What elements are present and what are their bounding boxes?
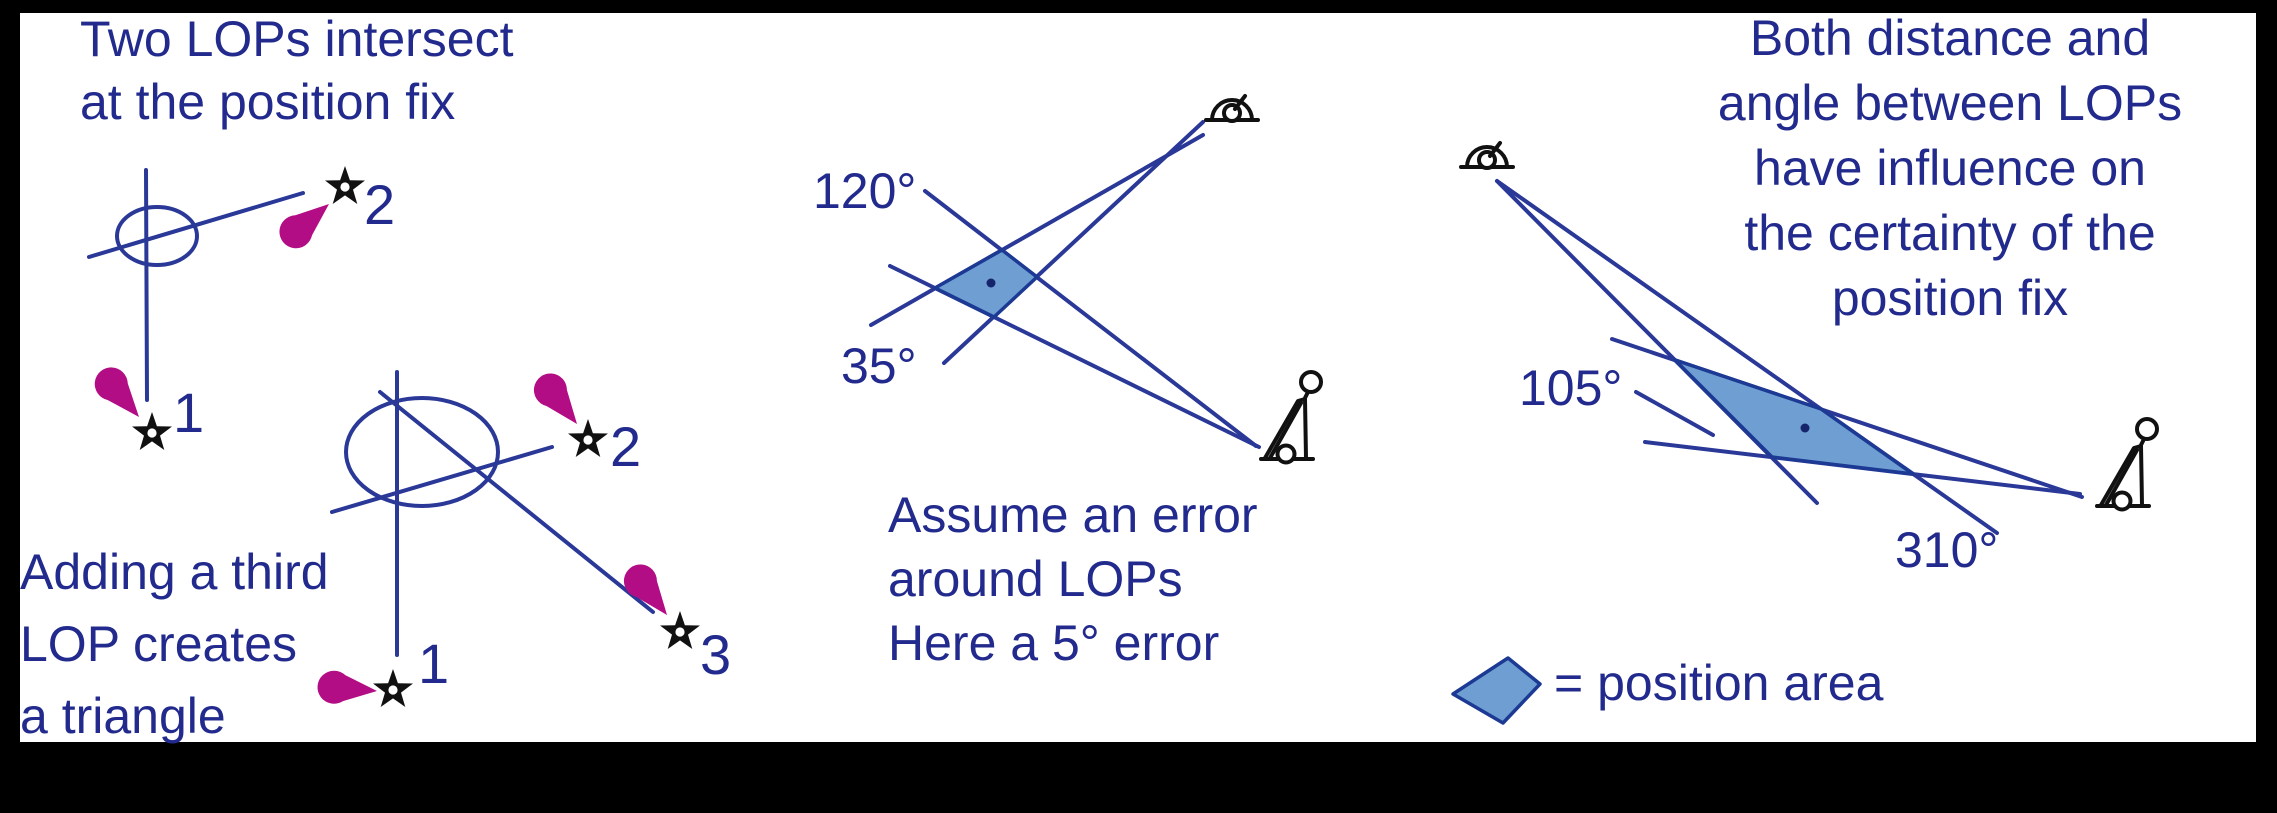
three-lop-fix-diagram — [316, 366, 700, 708]
fix-circle — [115, 205, 199, 267]
fix-point — [1800, 423, 1810, 433]
left-panel-caption: Adding a third LOP creates a triangle — [20, 544, 329, 744]
right-panel-title: Both distance and angle between LOPs hav… — [1717, 10, 2183, 326]
lop-line-to-light3 — [378, 390, 655, 614]
beacon-tower-icon — [1259, 370, 1323, 465]
position-area-legend-label: = position area — [1554, 655, 1884, 711]
slide-background — [20, 13, 2256, 742]
fix-circle — [344, 396, 500, 508]
lop-line-vertical — [144, 168, 149, 402]
beacon-error-line — [923, 189, 1258, 448]
dome-landmark-icon — [1459, 141, 1515, 170]
bearing-stub-line — [1634, 390, 1715, 437]
light-1-label: 1 — [173, 381, 205, 444]
error-wedge-diagram — [869, 94, 1323, 465]
bearing-label-105: 105° — [1519, 360, 1623, 416]
bell-error-line — [869, 133, 1205, 327]
fix-point — [986, 278, 996, 288]
bearing-label-310: 310° — [1895, 522, 1999, 578]
light-1-label: 1 — [418, 632, 450, 695]
light-3-label: 3 — [700, 623, 732, 686]
light-star-icon — [373, 669, 413, 707]
lop-line-to-light2 — [330, 445, 554, 514]
position-area-legend-swatch — [1451, 656, 1542, 725]
middle-panel-caption: Assume an error around LOPs Here a 5° er… — [888, 487, 1258, 671]
certainty-diagram — [1459, 141, 2159, 535]
light-star-icon — [568, 419, 608, 457]
light-2-label: 2 — [364, 173, 396, 236]
two-lop-fix-diagram — [87, 166, 365, 450]
light-flare-icon — [88, 360, 152, 428]
position-area-shape — [933, 248, 1039, 319]
light-star-icon — [132, 412, 172, 450]
bell-error-line — [942, 120, 1205, 365]
bearing-label-35: 35° — [841, 338, 917, 394]
bearing-label-120: 120° — [813, 163, 917, 219]
position-area-shape — [1673, 358, 1915, 476]
light-star-icon — [325, 166, 365, 204]
left-panel-title: Two LOPs intersect at the position fix — [80, 11, 514, 130]
dome-landmark-icon — [1204, 94, 1260, 123]
light-flare-icon — [527, 366, 591, 435]
beacon-tower-icon — [2095, 417, 2159, 512]
light-star-icon — [660, 611, 700, 649]
light-2-label: 2 — [610, 415, 642, 478]
